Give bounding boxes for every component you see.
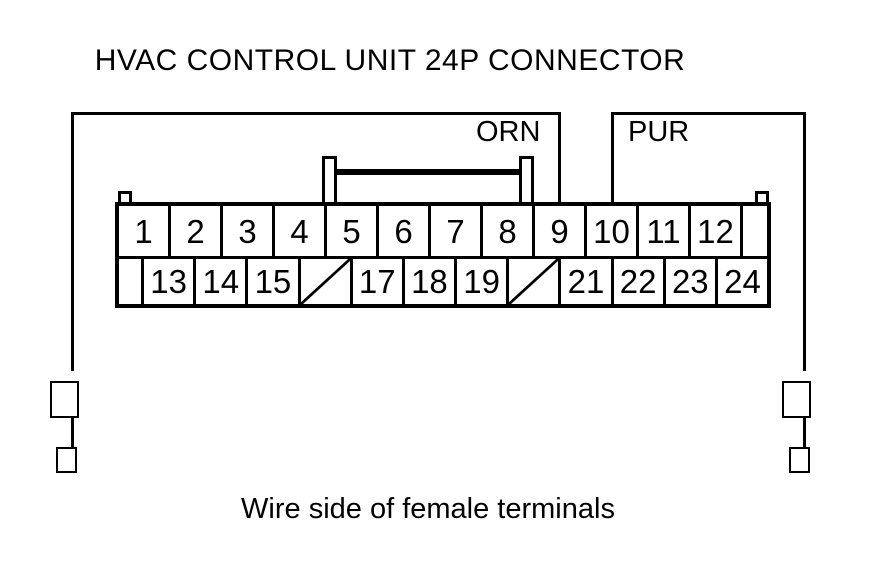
pin-cavity-4: 4 xyxy=(275,206,327,256)
retainer-clip-post-left xyxy=(322,156,337,206)
retainer-clip-post-right xyxy=(519,156,534,206)
blocked-cavity-16 xyxy=(300,259,353,304)
terminal-connector-left-large xyxy=(50,381,79,418)
pin-cavity-13: 13 xyxy=(144,259,197,304)
diagonal-slash-icon xyxy=(300,259,350,304)
pin-cavity-22: 22 xyxy=(614,259,666,304)
pin-cavity-10: 10 xyxy=(587,206,639,256)
wire-line-pur-right-vertical xyxy=(803,112,806,371)
pin-cavity-14: 14 xyxy=(196,259,249,304)
pin-cavity-15: 15 xyxy=(248,259,301,304)
terminal-stub-line-right xyxy=(803,418,806,447)
pin-cavity-6: 6 xyxy=(379,206,431,256)
pin-cavity-9: 9 xyxy=(535,206,587,256)
pin-cavity-18: 18 xyxy=(405,259,458,304)
wire-line-orn-left-vertical xyxy=(71,112,74,371)
pin-cavity-24: 24 xyxy=(724,263,761,300)
pin-cavity-5: 5 xyxy=(327,206,379,256)
terminal-stub-line-left xyxy=(71,418,74,447)
page-title: HVAC CONTROL UNIT 24P CONNECTOR xyxy=(94,44,686,77)
top-row-filler-cavity xyxy=(743,206,767,256)
caption: Wire side of female terminals xyxy=(241,493,615,525)
terminal-connector-left-small xyxy=(56,447,77,473)
wire-line-pur-horizontal xyxy=(611,112,806,115)
pin-cavity-12: 12 xyxy=(691,206,743,256)
pin-cavity-7: 7 xyxy=(431,206,483,256)
pin-cavity-3: 3 xyxy=(223,206,275,256)
connector-body: 1 2 3 4 5 6 7 8 9 10 11 12 13 14 15 17 xyxy=(115,202,771,308)
wire-line-orn-drop-to-pin9 xyxy=(558,112,561,204)
pin-cavity-1: 1 xyxy=(119,206,171,256)
blocked-cavity-20 xyxy=(509,259,562,304)
diagonal-slash-icon xyxy=(509,259,559,304)
wire-line-orn-horizontal xyxy=(71,112,561,115)
bottom-row-filler-cavity xyxy=(119,259,144,304)
wire-line-pur-drop-to-pin10 xyxy=(611,112,614,204)
terminal-connector-right-large xyxy=(782,381,811,418)
pin-cavity-23: 23 xyxy=(666,259,718,304)
wire-color-label-orn: ORN xyxy=(476,116,541,148)
pin-row-top: 1 2 3 4 5 6 7 8 9 10 11 12 xyxy=(119,206,767,259)
pin-cavity-17: 17 xyxy=(353,259,405,304)
pin-cavity-21: 21 xyxy=(561,259,614,304)
retainer-clip-bar xyxy=(330,169,527,175)
terminal-connector-right-small xyxy=(789,447,810,473)
pin-row-bottom: 13 14 15 17 18 19 21 22 23 24 xyxy=(119,259,767,304)
pin-cavity-2: 2 xyxy=(171,206,223,256)
pin-cavity-8: 8 xyxy=(483,206,535,256)
pin-cavity-19: 19 xyxy=(457,259,510,304)
pin-cavity-11: 11 xyxy=(639,206,691,256)
wire-color-label-pur: PUR xyxy=(628,116,690,148)
